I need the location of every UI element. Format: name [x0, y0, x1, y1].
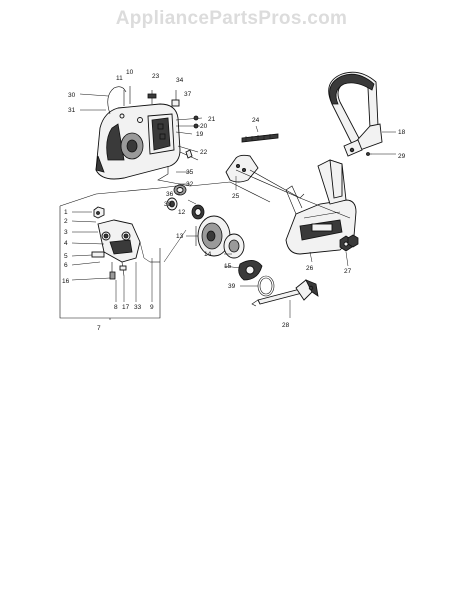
- leader-lines: [59, 166, 351, 320]
- callout-31: 31: [68, 107, 76, 114]
- callout-37: 37: [184, 91, 192, 98]
- callout-29: 29: [398, 153, 406, 160]
- callout-22: 22: [200, 149, 208, 156]
- callout-3: 3: [64, 229, 68, 236]
- callout-13: 13: [176, 233, 184, 240]
- watermark-text: AppliancePartsPros.com: [115, 8, 348, 29]
- callout-32: 32: [186, 181, 194, 188]
- callout-15: 15: [224, 263, 232, 270]
- bottom-leaders: [115, 258, 153, 302]
- callout-labels: 1 2 3 4 5 6 7 8 9 10 11 12 13 14 15 16 1…: [62, 69, 406, 332]
- callout-14: 14: [204, 251, 212, 258]
- callout-ticks: [71, 93, 396, 318]
- scrench-tool: [251, 279, 319, 307]
- callout-20: 20: [200, 123, 208, 130]
- top-screws: [123, 86, 203, 135]
- callout-18: 18: [398, 129, 406, 136]
- front-handle: [328, 71, 383, 157]
- sprocket-bearing: [166, 184, 205, 220]
- callout-1: 1: [64, 209, 68, 216]
- clutch-side-cover: [95, 103, 181, 180]
- callout-23: 23: [152, 73, 160, 80]
- callout-11: 11: [116, 75, 123, 82]
- callout-26: 26: [306, 265, 314, 272]
- guide-bar: [225, 154, 305, 199]
- oil-pump-assembly: [91, 206, 141, 280]
- callout-6: 6: [64, 262, 68, 269]
- callout-27: 27: [344, 268, 352, 275]
- callout-24: 24: [252, 117, 260, 124]
- callout-17: 17: [122, 304, 130, 311]
- callout-34: 34: [176, 77, 184, 84]
- callout-28: 28: [282, 322, 290, 329]
- callout-35: 35: [186, 169, 194, 176]
- chain-segment: [241, 133, 279, 143]
- callout-16: 16: [62, 278, 70, 285]
- callout-33: 33: [134, 304, 142, 311]
- clutch-assembly: [223, 233, 263, 281]
- wire-30: [107, 86, 127, 115]
- callout-38: 38: [164, 201, 172, 208]
- callout-19: 19: [196, 131, 204, 138]
- callout-10: 10: [126, 69, 134, 76]
- callout-9: 9: [150, 304, 154, 311]
- callout-7: 7: [97, 325, 101, 332]
- callout-25: 25: [232, 193, 240, 200]
- retaining-ring: [257, 275, 275, 297]
- callout-39: 39: [228, 283, 236, 290]
- callout-2: 2: [64, 218, 68, 225]
- nut-27: [339, 234, 359, 252]
- callout-12: 12: [178, 209, 186, 216]
- clutch-drum: [195, 215, 231, 257]
- bar-studs: [177, 145, 199, 161]
- callout-4: 4: [64, 240, 68, 247]
- callout-21: 21: [208, 116, 216, 123]
- callout-8: 8: [114, 304, 118, 311]
- callout-30: 30: [68, 92, 76, 99]
- callout-5: 5: [64, 253, 68, 260]
- callout-36: 36: [166, 191, 174, 198]
